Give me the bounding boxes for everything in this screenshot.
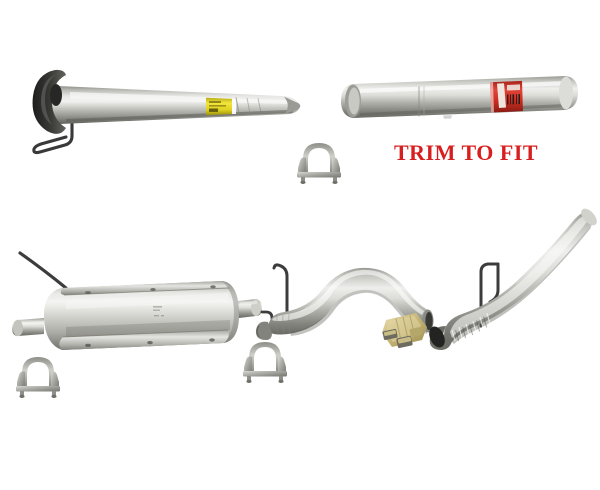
part-clamp-top xyxy=(297,143,341,184)
part-trim-pipe xyxy=(341,76,578,119)
trim-to-fit-annotation: TRIM TO FIT xyxy=(394,140,539,165)
part-intermediate-pipe xyxy=(255,263,434,340)
part-band-clamp xyxy=(382,313,427,349)
part-tail-pipe xyxy=(429,208,597,350)
part-clamp-lower-left xyxy=(16,357,60,398)
part-front-pipe xyxy=(32,69,301,155)
part-clamp-lower-center xyxy=(243,342,287,383)
part-muffler xyxy=(12,251,262,350)
